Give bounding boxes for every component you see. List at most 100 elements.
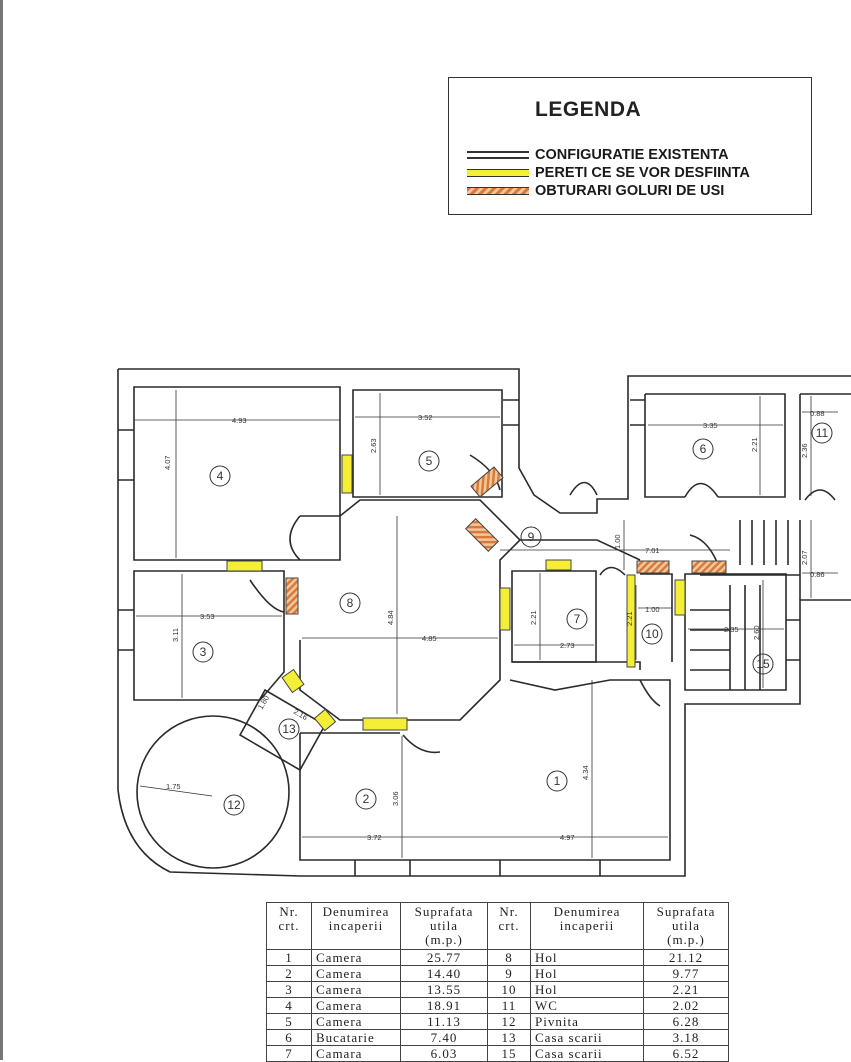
cell-area: 13.55: [400, 981, 488, 998]
cell-name: Casa scarii: [530, 1029, 644, 1046]
cell-area: 2.21: [643, 981, 729, 998]
cell-nr: 6: [266, 1029, 312, 1046]
room-2: 2: [363, 792, 370, 806]
cell-nr: 3: [266, 981, 312, 998]
cell-name: Casa scarii: [530, 1045, 644, 1062]
room-5: 5: [426, 454, 433, 468]
cell-name: Camera: [311, 949, 401, 966]
cell-area: 7.40: [400, 1029, 488, 1046]
cell-nr: 1: [266, 949, 312, 966]
header-area: Suprafata utila (m.p.): [400, 902, 488, 950]
legend-item-existing: CONFIGURATIE EXISTENTA: [467, 146, 729, 164]
dim-2-73: 2.73: [560, 641, 575, 650]
cell-name: Camera: [311, 997, 401, 1014]
dim-2-21-c: 2.21: [625, 611, 634, 626]
rooms-table: Nr. crt. Denumirea incaperii Suprafata u…: [266, 902, 729, 1062]
cell-nr: 15: [487, 1045, 531, 1062]
dim-3-11: 3.11: [171, 628, 180, 642]
dim-4-93: 4.93: [232, 416, 247, 425]
cell-name: Camara: [311, 1045, 401, 1062]
room-13: 13: [282, 722, 296, 736]
cell-area: 6.52: [643, 1045, 729, 1062]
cell-area: 3.18: [643, 1029, 729, 1046]
room-6: 6: [700, 442, 707, 456]
table-row: 3 Camera 13.55 10 Hol 2.21: [266, 981, 729, 998]
cell-name: Bucatarie: [311, 1029, 401, 1046]
header-area-2: Suprafata utila (m.p.): [643, 902, 729, 950]
table-row: 1 Camera 25.77 8 Hol 21.12: [266, 949, 729, 966]
page-left-edge: [0, 0, 3, 1060]
header-area-2-text: Suprafata utila (m.p.): [656, 904, 716, 947]
cell-nr: 13: [487, 1029, 531, 1046]
room-8: 8: [347, 596, 354, 610]
demolish-walls: [226, 454, 686, 732]
demolish-wall-swatch: [467, 169, 529, 177]
cell-area: 9.77: [643, 965, 729, 982]
header-nr: Nr. crt.: [266, 902, 312, 950]
room-3: 3: [200, 645, 207, 659]
cell-area: 11.13: [400, 1013, 488, 1030]
header-name: Denumirea incaperii: [311, 902, 401, 950]
room-12: 12: [227, 798, 241, 812]
table-row: 6 Bucatarie 7.40 13 Casa scarii 3.18: [266, 1029, 729, 1046]
dim-1-00-b: 1.00: [645, 605, 660, 614]
cell-name: Hol: [530, 965, 644, 982]
header-name-2-text: Denumirea incaperii: [553, 904, 621, 933]
dim-7-01: 7.01: [645, 546, 660, 555]
cell-name: Hol: [530, 981, 644, 998]
dimension-lines: [134, 390, 838, 858]
cell-name: Camera: [311, 981, 401, 998]
room-4: 4: [217, 469, 224, 483]
cell-area: 2.02: [643, 997, 729, 1014]
table-row: 4 Camera 18.91 11 WC 2.02: [266, 997, 729, 1014]
cell-area: 18.91: [400, 997, 488, 1014]
cell-area: 6.28: [643, 1013, 729, 1030]
legend-item-remove: PERETI CE SE VOR DESFIINTA: [467, 164, 750, 182]
dim-1-75: 1.75: [166, 782, 181, 791]
dim-0-88: 0.88: [810, 409, 825, 418]
dim-3-52: 3.52: [418, 413, 433, 422]
legend-label-obstruct: OBTURARI GOLURI DE USI: [535, 183, 725, 199]
cell-nr: 4: [266, 997, 312, 1014]
dim-4-34: 4.34: [581, 765, 590, 780]
room-15: 15: [756, 657, 770, 671]
dim-2-63: 2.63: [369, 438, 378, 453]
dim-2-21-b: 2.21: [529, 610, 538, 625]
walls: [117, 368, 851, 877]
table-header-row: Nr. crt. Denumirea incaperii Suprafata u…: [266, 902, 729, 950]
dim-2-07: 2.07: [800, 550, 809, 565]
cell-name: Pivnita: [530, 1013, 644, 1030]
cell-name: Hol: [530, 949, 644, 966]
obstruct-door-swatch: [467, 187, 529, 195]
cell-area: 14.40: [400, 965, 488, 982]
cell-nr: 9: [487, 965, 531, 982]
dim-2-16: 2.16: [292, 707, 309, 722]
dimension-labels: 4.93 4.07 3.52 2.63 3.35 2.21 0.88 2.36 …: [163, 409, 825, 842]
dim-0-86: 0.86: [810, 570, 825, 579]
header-nr-text: Nr. crt.: [278, 904, 300, 933]
header-name-text: Denumirea incaperii: [322, 904, 390, 933]
dim-3-06: 3.06: [391, 791, 400, 806]
legend-box: LEGENDA CONFIGURATIE EXISTENTA PERETI CE…: [448, 77, 812, 215]
room-11: 11: [816, 426, 829, 440]
dim-1-00-a: 1.00: [613, 534, 622, 549]
room-7: 7: [574, 612, 581, 626]
dim-4-97: 4.97: [560, 833, 575, 842]
dim-4-85: 4.85: [422, 634, 437, 643]
cell-name: Camera: [311, 965, 401, 982]
room-9: 9: [528, 530, 535, 544]
cell-nr: 11: [487, 997, 531, 1014]
cell-nr: 10: [487, 981, 531, 998]
table-row: 5 Camera 11.13 12 Pivnita 6.28: [266, 1013, 729, 1030]
cell-area: 6.03: [400, 1045, 488, 1062]
dim-2-35: 2.35: [724, 625, 739, 634]
cell-nr: 8: [487, 949, 531, 966]
table-row: 2 Camera 14.40 9 Hol 9.77: [266, 965, 729, 982]
legend-label-existing: CONFIGURATIE EXISTENTA: [535, 147, 729, 163]
cell-area: 25.77: [400, 949, 488, 966]
cell-nr: 2: [266, 965, 312, 982]
cell-name: WC: [530, 997, 644, 1014]
header-area-text: Suprafata utila (m.p.): [414, 904, 474, 947]
dim-2-21-a: 2.21: [750, 437, 759, 452]
door-obturations: [285, 466, 727, 615]
